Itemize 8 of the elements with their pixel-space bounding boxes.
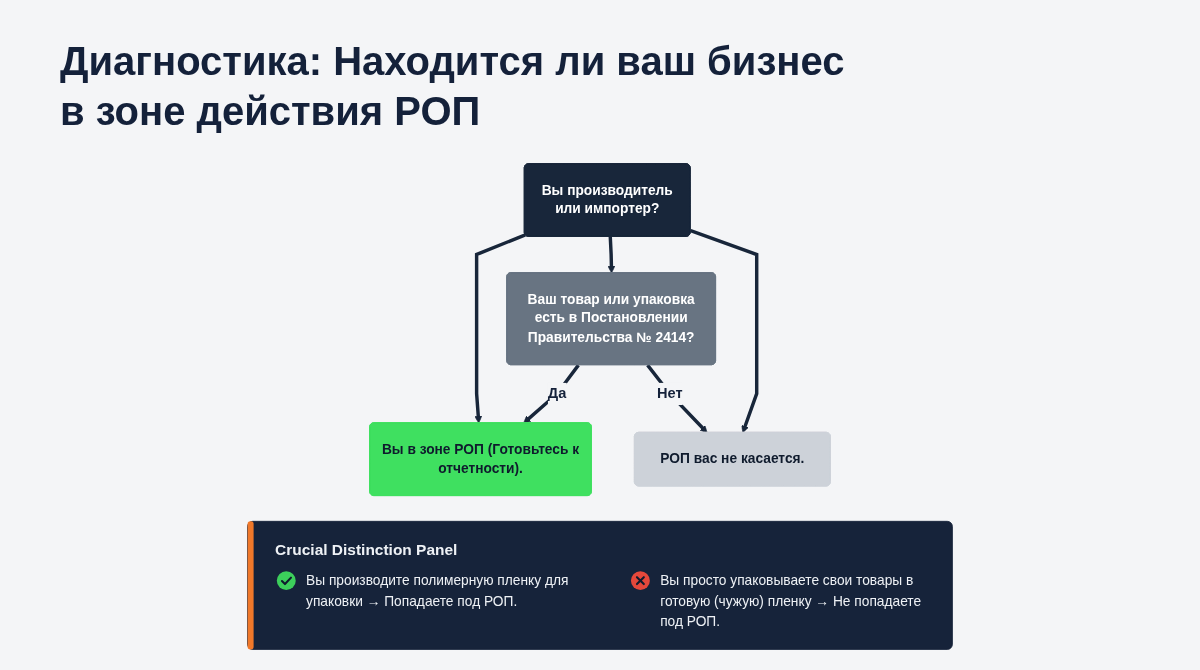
arrow (646, 364, 708, 434)
arrow (690, 229, 759, 434)
title: Диагностика: Находится ли ваш бизнес в зоне действия РОП (60, 38, 846, 135)
arrow (474, 233, 526, 424)
arrow (523, 364, 580, 424)
edge-label: Нет (656, 385, 683, 402)
arrow (607, 236, 616, 274)
edge-label: Да (547, 385, 567, 402)
